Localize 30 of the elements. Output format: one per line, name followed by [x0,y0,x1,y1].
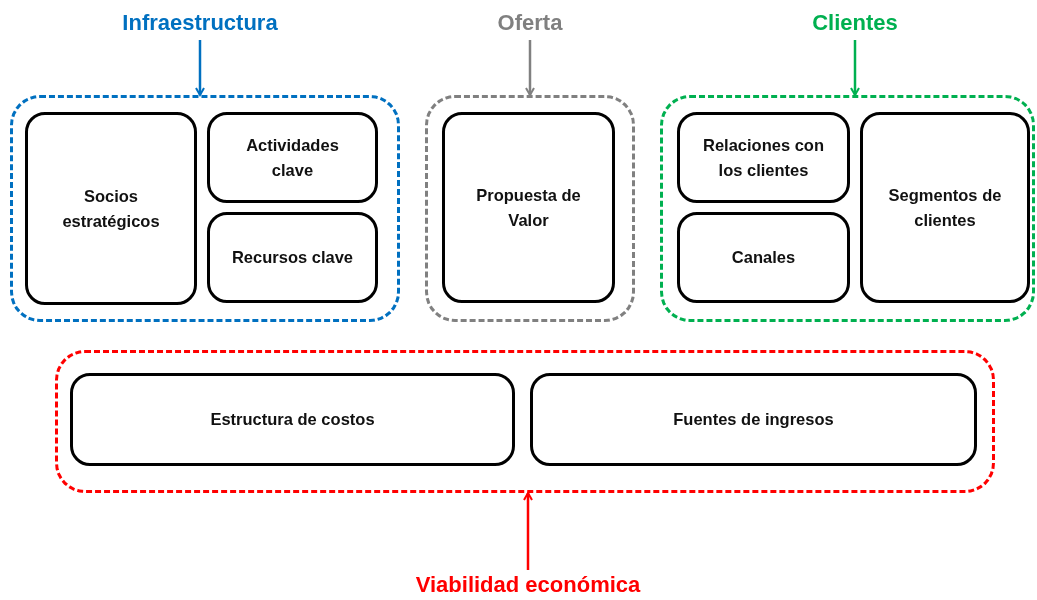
block-label: Estructura de costos [210,409,375,431]
block-label: Socios estratégicos [61,185,161,232]
group-heading: Infraestructura [122,10,278,36]
group-heading: Clientes [812,10,898,36]
canvas-block [207,212,378,303]
dashed-group-frame [10,95,400,322]
block-label: Recursos clave [231,247,354,269]
arrow [850,40,860,96]
dashed-group-frame [425,95,635,322]
canvas-block [677,112,850,203]
group-heading: Viabilidad económica [415,572,641,598]
canvas-block [442,112,615,303]
canvas-block [207,112,378,203]
block-label: Actividades clave [245,134,340,181]
arrow [523,492,533,570]
block-label: Propuesta de Valor [475,184,582,231]
dashed-group-frame [660,95,1035,322]
block-label: Canales [731,247,796,269]
dashed-group-frame [55,350,995,493]
block-label: Segmentos de clientes [887,184,1003,231]
arrow [195,40,205,96]
arrow [525,40,535,96]
canvas-block [677,212,850,303]
canvas-block [25,112,197,305]
canvas-block [70,373,515,466]
canvas-block [860,112,1030,303]
block-label: Fuentes de ingresos [673,409,834,431]
canvas-block [530,373,977,466]
group-heading: Oferta [497,10,563,36]
block-label: Relaciones con los clientes [701,134,825,181]
